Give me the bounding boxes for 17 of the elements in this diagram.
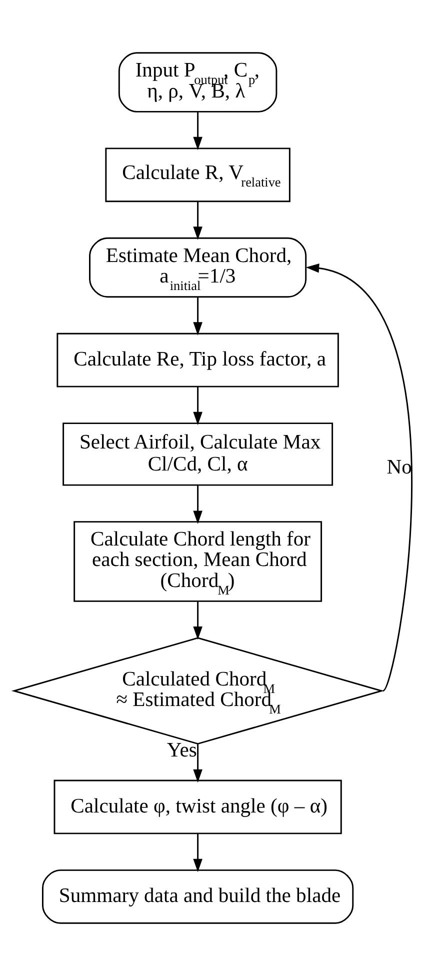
arrow bbox=[193, 112, 202, 150]
arrow bbox=[193, 744, 202, 783]
node-box: Calculate R, V$_{relative}$ bbox=[105, 148, 290, 202]
node-box: Select Airfoil, Calculate Max Cl/Cd, Cl, α bbox=[62, 422, 334, 486]
arrow bbox=[193, 297, 202, 336]
edge-label: No bbox=[386, 456, 412, 478]
arrow bbox=[193, 485, 202, 524]
node-box: Calculate Re, Tip loss factor, a bbox=[56, 332, 339, 388]
node-box: Calculate φ, twist angle (φ – α) bbox=[54, 780, 342, 834]
node-box: Calculate Chord length for each section, Mean Chord (Chord$_{M}$) bbox=[74, 521, 322, 602]
arrow bbox=[193, 386, 202, 426]
arrow bbox=[193, 202, 202, 240]
arrow bbox=[193, 602, 202, 640]
arrow bbox=[306, 264, 412, 692]
arrow bbox=[193, 834, 202, 872]
node-box: Estimate Mean Chord, a$_{initial}$=1/3 bbox=[89, 237, 307, 298]
node-box: Summary data and build the blade bbox=[42, 869, 354, 924]
